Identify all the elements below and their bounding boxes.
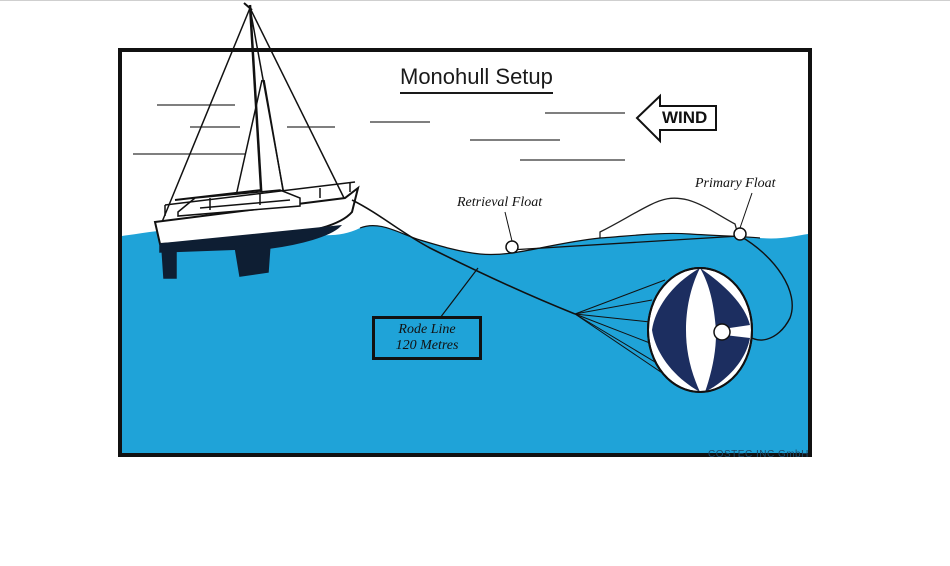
credit-text: COSTEC INC GmbH (708, 449, 809, 460)
retrieval-float (505, 240, 519, 254)
sailboat (153, 2, 360, 279)
retrieval-float-label: Retrieval Float (457, 195, 543, 210)
rode-length-label: 120 Metres (395, 338, 459, 353)
wave-crest (599, 197, 741, 247)
trip-line (739, 235, 793, 341)
rode-pointer (439, 267, 479, 319)
wind-streaks (133, 104, 625, 161)
primary-float (733, 227, 747, 241)
retrieval-float-pointer (504, 211, 513, 242)
top-border-line (0, 0, 950, 1)
water (122, 225, 808, 453)
diagram-title: Monohull Setup (400, 64, 553, 94)
frame-border (118, 48, 812, 457)
parachute-drogue (647, 267, 753, 393)
wind-arrow-icon (635, 93, 717, 144)
wind-label: WIND (662, 108, 708, 127)
rode-line (351, 199, 576, 315)
rode-line-label: Rode Line (398, 322, 456, 337)
primary-float-label: Primary Float (695, 176, 776, 191)
rode-line-box: Rode Line 120 Metres (372, 316, 482, 360)
primary-float-pointer (739, 192, 753, 229)
retrieval-float-line (509, 235, 741, 251)
